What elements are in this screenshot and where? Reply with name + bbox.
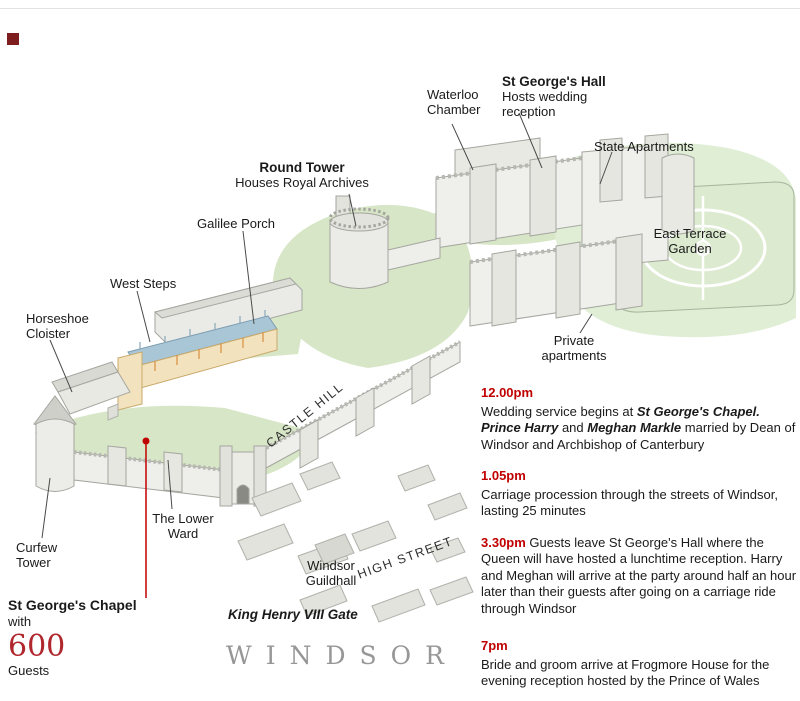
castle-buildings	[153, 133, 695, 346]
label-line: Waterloo	[427, 87, 479, 102]
timeline-text-segment: Wedding service begins at	[481, 403, 637, 419]
wedding-timeline-panel: 12.00pm Wedding service begins at St Geo…	[481, 385, 799, 701]
timeline-time: 7pm	[481, 638, 508, 653]
chapel-marker-dot	[142, 437, 150, 445]
label-line: Windsor	[307, 558, 355, 573]
label-line: with	[8, 614, 32, 629]
timeline-text-segment: Bride and groom arrive at Frogmore House…	[481, 656, 770, 689]
red-marker-square	[7, 33, 19, 45]
label-line: Guests	[8, 663, 50, 678]
label-private-apartments: Private apartments	[536, 333, 612, 363]
timeline-entry-105pm: 1.05pm Carriage procession through the s…	[481, 468, 799, 520]
label-title: St George's Chapel	[8, 597, 137, 613]
timeline-time: 1.05pm	[481, 468, 526, 483]
timeline-entry-330pm: 3.30pm Guests leave St George's Hall whe…	[481, 535, 799, 618]
timeline-text: Bride and groom arrive at Frogmore House…	[481, 657, 799, 690]
timeline-text-segment: Carriage procession through the streets …	[481, 486, 778, 519]
label-line: Chamber	[427, 102, 481, 117]
label-title: St George's Hall	[502, 74, 606, 89]
label-st-georges-chapel: St George's Chapel with 600 Guests	[8, 597, 137, 679]
timeline-entry-7pm: 7pm Bride and groom arrive at Frogmore H…	[481, 638, 799, 690]
curtain-wall-shapes	[33, 340, 461, 507]
label-round-tower: Round Tower Houses Royal Archives	[217, 160, 387, 190]
label-st-georges-hall: St George's Hall Hosts wedding reception	[502, 74, 606, 119]
town-buildings	[237, 461, 474, 623]
round-tower-shape	[328, 195, 390, 289]
label-line: Galilee Porch	[197, 216, 276, 231]
city-label-windsor: WINDSOR	[226, 641, 458, 670]
label-horseshoe-cloister: Horseshoe Cloister	[26, 311, 89, 341]
timeline-text-segment: married by Dean of Windsor and Archbisho…	[481, 420, 796, 452]
label-line: State Apartments	[594, 139, 694, 154]
timeline-text: 3.30pm Guests leave St George's Hall whe…	[481, 535, 799, 618]
label-curfew-tower: Curfew Tower	[16, 540, 57, 570]
label-west-steps: West Steps	[110, 276, 176, 291]
label-line: Horseshoe	[26, 311, 89, 326]
top-rule-line	[0, 8, 800, 9]
label-line: Guildhall	[305, 573, 357, 588]
timeline-text: Carriage procession through the streets …	[481, 487, 799, 520]
label-line: King Henry VIII Gate	[228, 607, 358, 622]
label-windsor-guildhall: Windsor Guildhall	[294, 558, 368, 588]
timeline-time: 12.00pm	[481, 385, 534, 400]
pointer-lines	[41, 112, 613, 539]
label-line: Ward	[167, 526, 199, 541]
timeline-text-segment: Meghan Markle	[587, 420, 682, 435]
label-state-apartments: State Apartments	[594, 139, 694, 154]
label-subtitle: Houses Royal Archives	[235, 175, 369, 190]
label-line: The Lower	[152, 511, 214, 526]
label-line: Curfew	[16, 540, 58, 555]
timeline-time: 3.30pm	[481, 534, 526, 550]
label-east-terrace-garden: East Terrace Garden	[645, 226, 735, 256]
label-line: Garden	[668, 241, 712, 256]
timeline-text: Wedding service begins at St George's Ch…	[481, 404, 799, 454]
timeline-text-segment: Guests leave St George's Hall where the …	[481, 534, 797, 616]
label-waterloo-chamber: Waterloo Chamber	[427, 87, 480, 117]
label-line: Tower	[16, 555, 51, 570]
timeline-text-segment: and	[558, 420, 588, 435]
label-line: apartments	[541, 348, 607, 363]
label-line: Private	[553, 333, 595, 348]
label-line: East Terrace	[653, 226, 727, 241]
label-line: Cloister	[26, 326, 71, 341]
timeline-text-segment: St George's Chapel.	[636, 403, 760, 419]
timeline-text-segment: Prince Harry	[481, 420, 559, 435]
timeline-entry-12pm: 12.00pm Wedding service begins at St Geo…	[481, 385, 799, 453]
st-georges-chapel-shape	[107, 310, 278, 421]
guest-count: 600	[8, 629, 66, 664]
label-title: Round Tower	[259, 160, 345, 175]
label-galilee-porch: Galilee Porch	[197, 216, 275, 231]
label-line: West Steps	[110, 276, 177, 291]
label-king-henry-viii-gate: King Henry VIII Gate	[228, 607, 358, 622]
label-subtitle: Hosts wedding reception	[502, 89, 588, 119]
label-lower-ward: The Lower Ward	[148, 511, 218, 541]
